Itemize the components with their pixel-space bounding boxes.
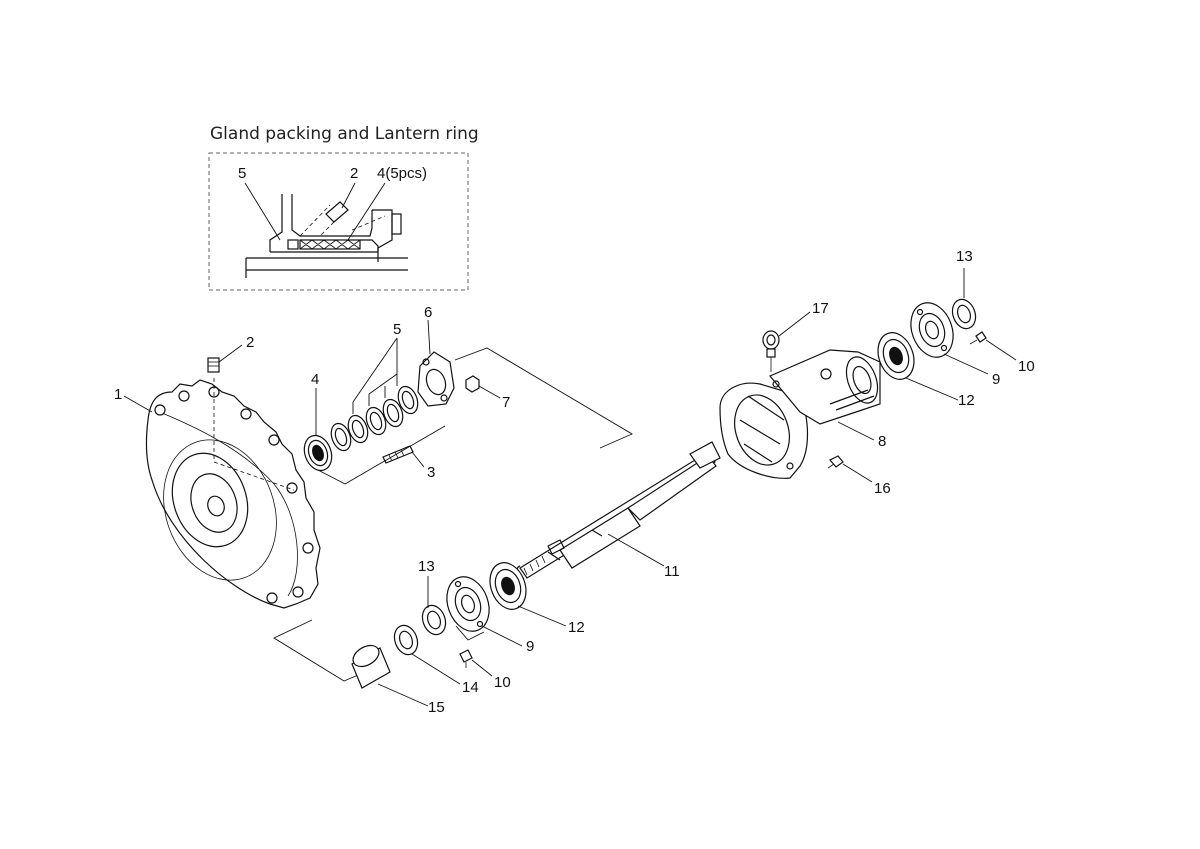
gland-part-6 [417,319,455,407]
nut-part-7 [465,375,501,399]
inset-label-packing: 4(5pcs) [377,165,427,182]
callout-12-upper: 12 [958,392,975,409]
screw-part-10-upper [969,331,1017,361]
callout-14: 14 [462,679,479,696]
inset-title: Gland packing and Lantern ring [210,124,479,144]
bearing-housing-part-8 [719,349,881,479]
pump-casing [145,378,321,609]
bearing-cover-part-9-lower [446,576,523,647]
callout-2: 2 [246,334,254,351]
callout-9-upper: 9 [992,371,1000,388]
gland-packing-rings-part-5 [330,337,419,452]
callout-1: 1 [114,386,122,403]
callout-labels: 1 2 3 4 5 6 7 8 9 9 10 10 11 12 12 13 13… [114,248,1035,716]
callout-16: 16 [874,480,891,497]
shaft-part-11 [515,441,721,579]
callout-4: 4 [311,371,319,388]
callout-8: 8 [878,433,886,450]
plug-part-2 [207,344,243,373]
callout-5: 5 [393,321,401,338]
callout-10-lower: 10 [494,674,511,691]
screw-part-10-lower [459,649,493,677]
stud-bolt-part-3 [382,445,425,468]
callout-11: 11 [664,563,680,580]
bearing-part-4 [303,388,333,472]
callout-15: 15 [428,699,445,716]
eye-bolt-part-17 [762,311,811,372]
callout-17: 17 [812,300,829,317]
inset-packing-rings [299,239,361,250]
callout-12-lower: 12 [568,619,585,636]
callout-13-lower: 13 [418,558,435,575]
oil-seal-part-13-upper [951,268,977,330]
callout-3: 3 [427,464,435,481]
bearing-part-12-upper [877,332,959,401]
inset-frame [208,152,469,291]
callout-9-lower: 9 [526,638,534,655]
bearing-part-12-lower [489,562,567,627]
inset-label-lantern: 2 [350,165,358,182]
collar-part-14 [393,624,461,685]
callout-7: 7 [502,394,510,411]
callout-13-upper: 13 [956,248,973,265]
sleeve-part-15 [351,644,429,707]
inset-drawing [244,182,408,278]
bolt-part-16 [827,455,873,483]
bearing-cover-part-9-upper [910,302,989,375]
callout-6: 6 [424,304,432,321]
inset-label-gland: 5 [238,165,246,182]
callout-10-upper: 10 [1018,358,1035,375]
oil-seal-part-13-lower [421,576,447,636]
inset-gland-packing: Gland packing and Lantern ring 5 2 4(5pc… [208,124,479,291]
